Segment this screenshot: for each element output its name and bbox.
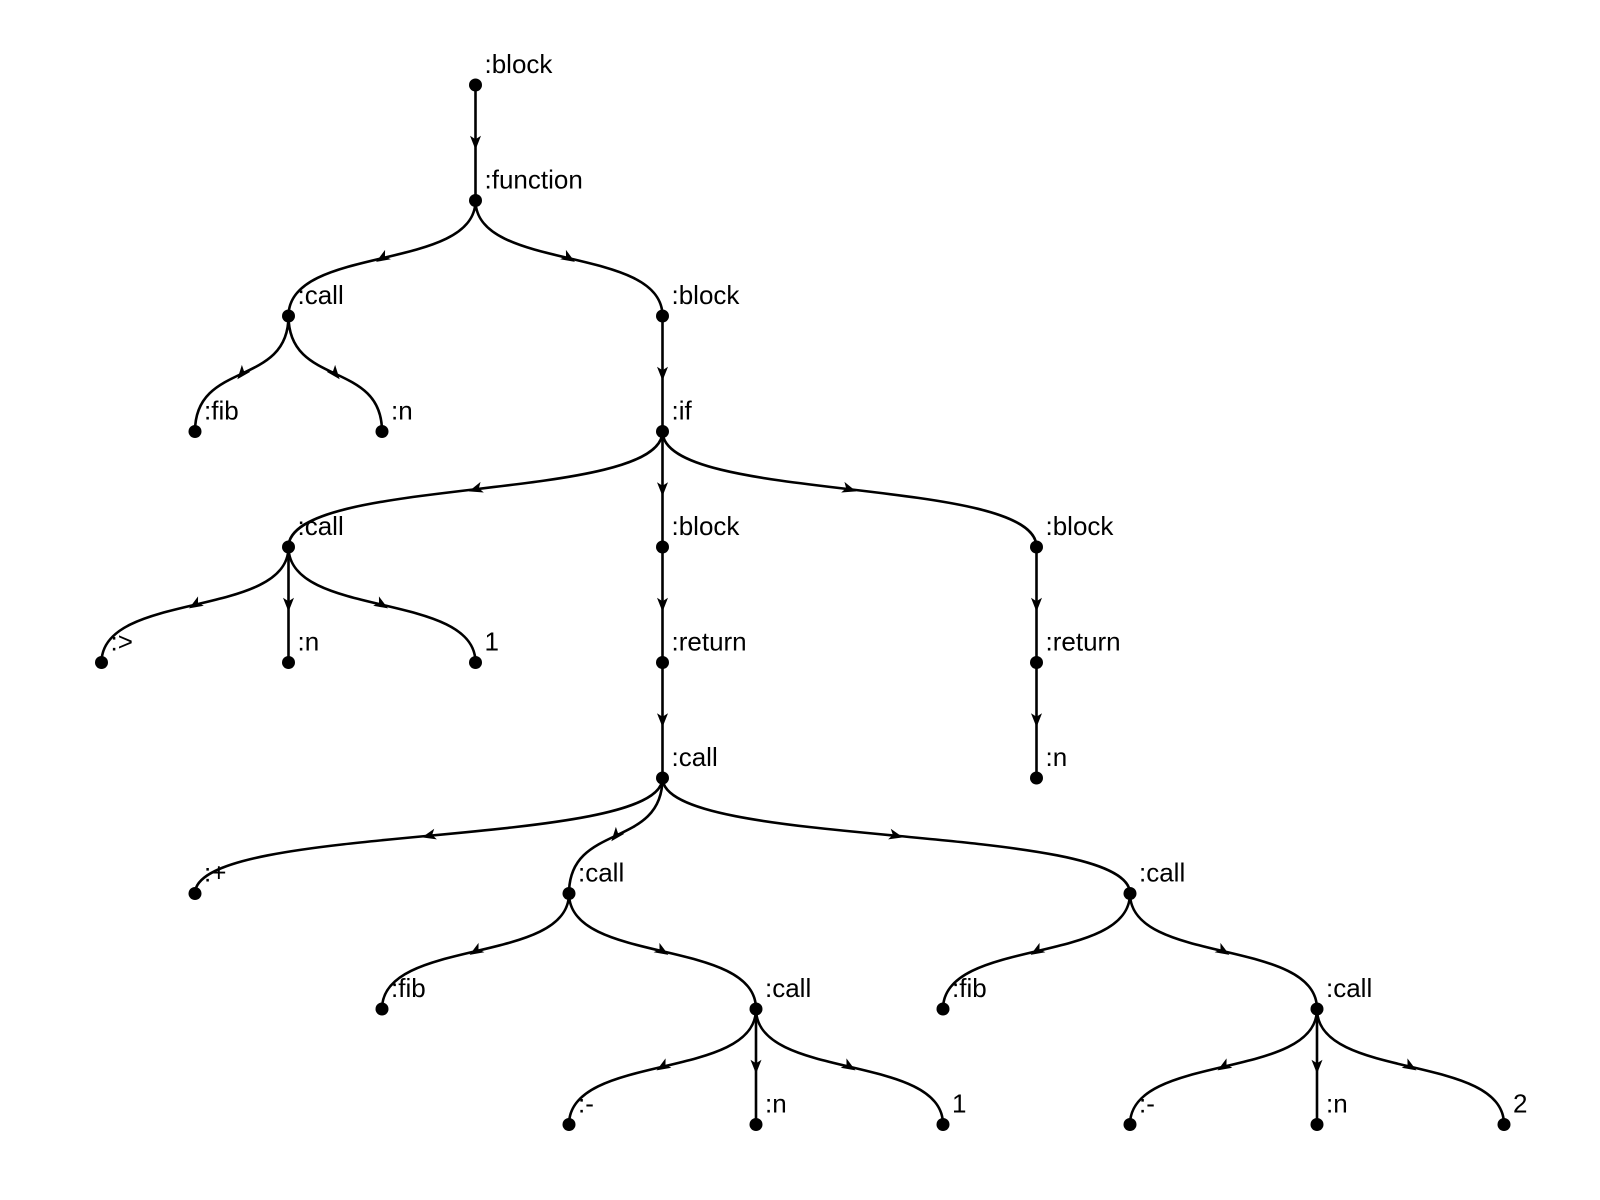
edge-arrowhead [656, 1058, 672, 1071]
node-label-gt: :> [111, 627, 133, 657]
node-dot-return [656, 656, 669, 669]
node-label-call: :call [1326, 973, 1372, 1003]
edge-arrowhead [657, 713, 668, 728]
node-dot-call [282, 309, 295, 323]
node-dot-return [1030, 656, 1043, 669]
node-label-block: :block [672, 280, 741, 310]
edge-arrowhead [750, 1059, 762, 1074]
edge-arrowhead [283, 597, 294, 612]
node-dot-minus [562, 1118, 576, 1131]
node-dot-call [562, 887, 576, 900]
node-label-plus: :+ [204, 858, 226, 888]
node-label-block: :block [485, 49, 554, 79]
edge-arrowhead [1311, 1059, 1323, 1074]
edge-arrowhead [560, 249, 575, 262]
node-dot-fib [375, 1002, 389, 1016]
node-dot-block [656, 540, 669, 554]
node-dot-n [1030, 771, 1043, 785]
node-dot-n [375, 425, 389, 438]
edge-arrowhead [653, 942, 669, 955]
edge-arrowhead [237, 364, 251, 380]
node-dot-1 [469, 656, 482, 669]
node-label-return: :return [672, 627, 747, 657]
node-label-n: :n [765, 1089, 787, 1119]
edge-arrowhead [326, 364, 340, 380]
node-label-1: 1 [952, 1089, 966, 1119]
node-label-n: :n [1046, 742, 1068, 772]
node-label-call: :call [672, 742, 718, 772]
edge-arrowhead [840, 1058, 856, 1071]
node-label-fib: :fib [952, 973, 987, 1003]
node-label-fib: :fib [204, 396, 239, 426]
edge-arrowhead [1214, 942, 1230, 955]
node-label-call: :call [1139, 858, 1185, 888]
node-dot-call [282, 540, 295, 554]
edge-arrowhead [1217, 1058, 1233, 1071]
node-dot-fib [936, 1002, 950, 1016]
edge-layer [100, 84, 1506, 1125]
edge-arrowhead [611, 826, 625, 842]
edge-arrowhead [1031, 597, 1042, 612]
node-label-minus: :- [578, 1089, 594, 1119]
node-dot-call [749, 1002, 763, 1016]
node-label-n: :n [298, 627, 320, 657]
node-label-block: :block [672, 511, 741, 541]
node-dot-minus [1123, 1118, 1137, 1131]
edge-arrowhead [468, 481, 484, 493]
node-label-1: 1 [485, 627, 499, 657]
node-dot-n [282, 656, 295, 669]
label-layer: :block :function :call :block :fib :n :if :call… [111, 49, 1528, 1119]
node-dot-block [656, 309, 669, 323]
node-label-2: 2 [1513, 1089, 1527, 1119]
node-label-call: :call [298, 511, 344, 541]
node-dot-if [656, 425, 669, 438]
node-dot-call [656, 771, 669, 785]
node-label-call: :call [578, 858, 624, 888]
node-label-call: :call [765, 973, 811, 1003]
node-label-function: :function [485, 165, 583, 195]
node-label-if: :if [672, 396, 693, 426]
edge-arrowhead [469, 942, 485, 955]
node-dot-n [749, 1118, 763, 1131]
edge-arrowhead [1401, 1058, 1417, 1071]
edge-arrowhead [189, 596, 204, 609]
edge-arrowhead [373, 596, 388, 609]
node-label-call: :call [298, 280, 344, 310]
edge-arrowhead [1031, 713, 1042, 728]
node-dot-function [469, 194, 482, 207]
node-layer [95, 78, 1511, 1131]
node-dot-fib [188, 425, 202, 438]
node-dot-gt [95, 656, 108, 669]
node-label-fib: :fib [391, 973, 426, 1003]
edge-arrowhead [888, 828, 904, 840]
node-dot-1 [936, 1118, 950, 1131]
node-label-n: :n [391, 396, 413, 426]
edge-arrowhead [376, 249, 391, 262]
node-label-return: :return [1046, 627, 1121, 657]
node-dot-plus [188, 887, 202, 900]
edge-arrowhead [657, 482, 668, 497]
edge-arrowhead [470, 135, 481, 150]
edge-arrowhead [1030, 942, 1046, 955]
edge-arrowhead [657, 366, 668, 381]
edge-arrowhead [657, 597, 668, 612]
node-dot-call [1123, 887, 1137, 900]
node-label-n: :n [1326, 1089, 1348, 1119]
node-label-block: :block [1046, 511, 1115, 541]
node-dot-block [469, 78, 482, 92]
node-dot-n [1310, 1118, 1324, 1131]
node-dot-2 [1497, 1118, 1511, 1131]
node-dot-call [1310, 1002, 1324, 1016]
node-dot-block [1030, 540, 1043, 554]
edge-arrowhead [841, 481, 857, 493]
node-label-minus: :- [1139, 1089, 1155, 1119]
edge-arrowhead [421, 828, 437, 840]
